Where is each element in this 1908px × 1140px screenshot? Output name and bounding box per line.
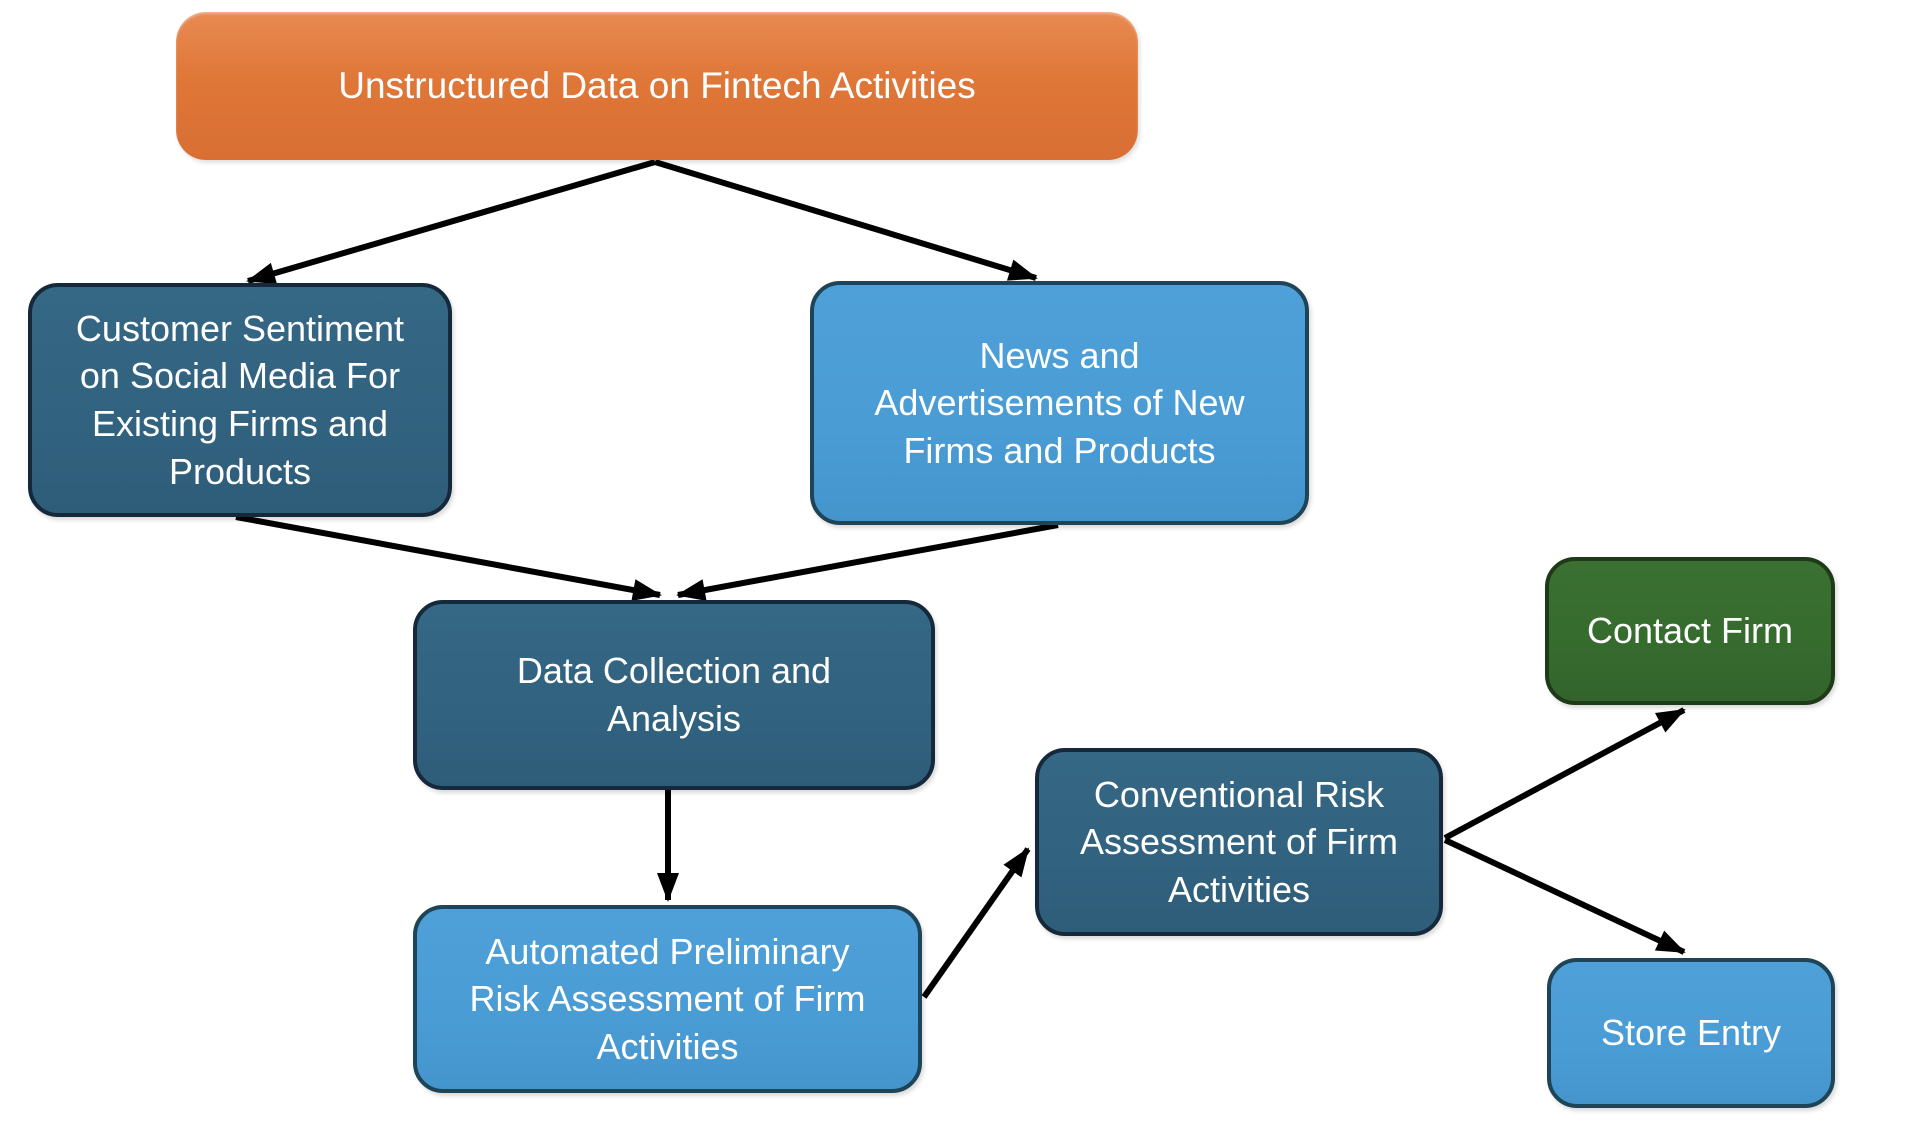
node-unstructured-data: Unstructured Data on Fintech Activities <box>176 12 1138 160</box>
node-data-collection: Data Collection and Analysis <box>413 600 935 790</box>
arrow-conventional-risk-to-contact-firm <box>1443 707 1686 841</box>
node-news-advertisements: News and Advertisements of New Firms and… <box>810 281 1309 525</box>
node-automated-risk-assessment-label: Automated Preliminary Risk Assessment of… <box>469 930 866 1067</box>
node-store-entry: Store Entry <box>1547 958 1835 1108</box>
node-conventional-risk-assessment: Conventional Risk Assessment of Firm Act… <box>1035 748 1443 936</box>
node-automated-risk-assessment: Automated Preliminary Risk Assessment of… <box>413 905 922 1093</box>
node-contact-firm: Contact Firm <box>1545 557 1835 705</box>
arrow-unstructured-to-news-ads <box>654 159 1038 281</box>
node-unstructured-data-label: Unstructured Data on Fintech Activities <box>338 64 976 106</box>
node-contact-firm-label: Contact Firm <box>1586 610 1794 652</box>
node-conventional-risk-assessment-label: Conventional Risk Assessment of Firm Act… <box>1079 773 1399 910</box>
node-data-collection-label: Data Collection and Analysis <box>516 650 832 739</box>
node-customer-sentiment-label: Customer Sentiment on Social Media For E… <box>75 307 405 492</box>
arrow-unstructured-to-customer-sentiment <box>246 159 656 284</box>
arrow-news-ads-to-data-collection <box>676 522 1059 601</box>
arrow-conventional-risk-to-store-entry <box>1443 837 1686 955</box>
arrow-automated-risk-to-conventional-risk <box>921 847 1031 999</box>
node-customer-sentiment: Customer Sentiment on Social Media For E… <box>28 283 452 517</box>
node-store-entry-label: Store Entry <box>1600 1012 1782 1054</box>
arrow-customer-sentiment-to-data-collection <box>235 514 662 601</box>
node-news-advertisements-label: News and Advertisements of New Firms and… <box>874 334 1245 471</box>
